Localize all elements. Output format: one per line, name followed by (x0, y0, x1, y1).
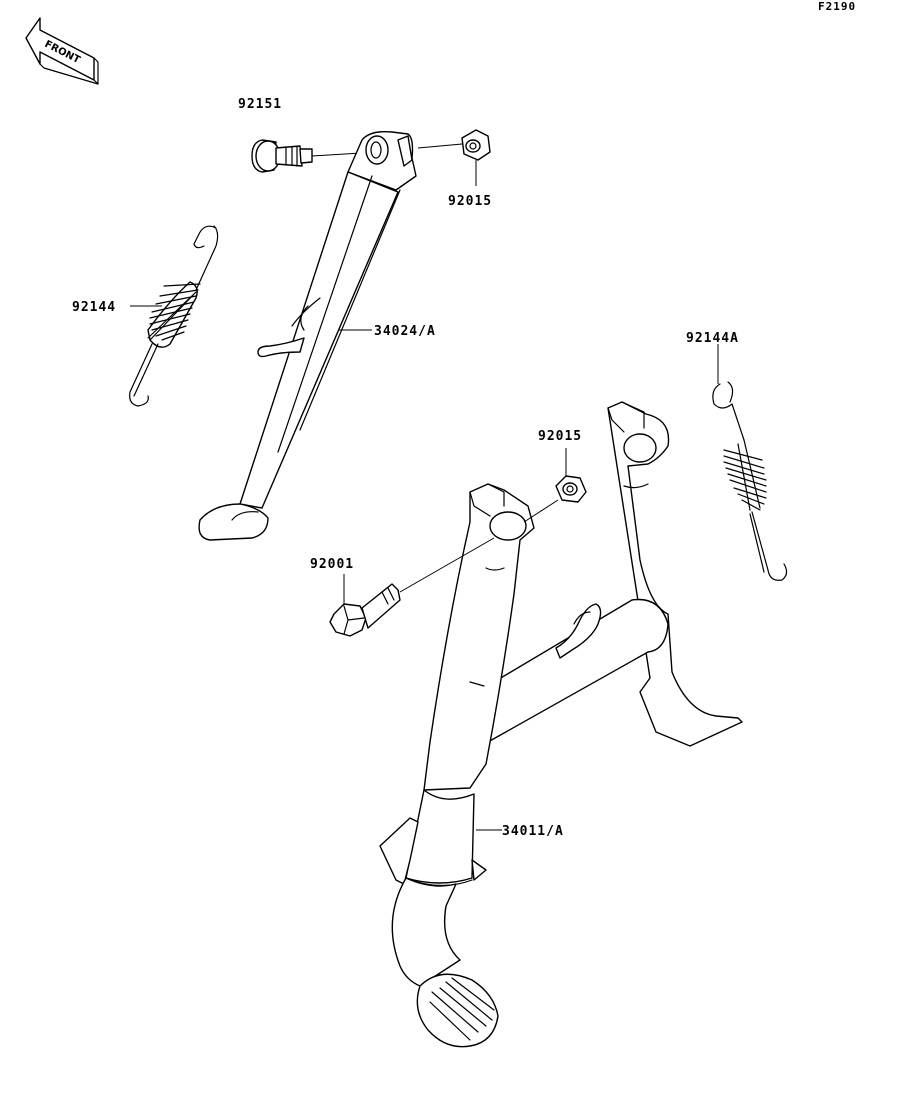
part-label: 92144A (686, 331, 739, 346)
bolt-92151-icon (251, 139, 313, 173)
bolt-92001-icon (329, 583, 401, 637)
spring-92144a-icon (712, 381, 788, 581)
part-label: 92151 (238, 97, 282, 112)
part-label: 92144 (72, 300, 116, 315)
part-label: 34024/A (374, 324, 436, 339)
part-label: 34011/A (502, 824, 564, 839)
nut-92015-side-icon (461, 129, 491, 161)
part-label: 92015 (538, 429, 582, 444)
front-arrow-icon: FRONT (25, 17, 99, 85)
figure-code: F2190 (818, 0, 856, 13)
nut-92015-main-icon (555, 475, 587, 503)
part-label: 92001 (310, 557, 354, 572)
spring-92144-icon (129, 225, 219, 407)
main-stand-icon (379, 401, 743, 1048)
part-label: 92015 (448, 194, 492, 209)
side-stand-icon (198, 130, 417, 541)
